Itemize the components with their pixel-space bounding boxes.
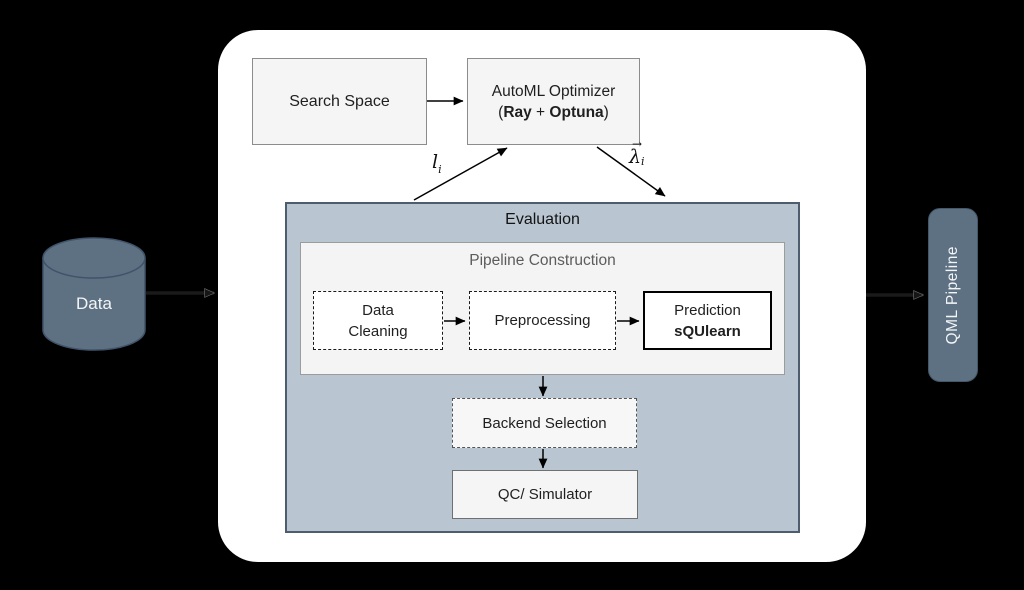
backend-selection-label: Backend Selection — [482, 414, 607, 432]
search-space-label: Search Space — [289, 93, 390, 110]
automl-ray: Ray — [503, 103, 532, 121]
node-search-space: Search Space — [252, 58, 427, 145]
data-cleaning-label: Data Cleaning — [348, 301, 408, 340]
automl-plus: + — [531, 103, 550, 121]
qc-simulator-label: QC/ Simulator — [497, 486, 593, 503]
loss-subscript: i — [438, 162, 442, 176]
node-automl-optimizer: AutoML Optimizer (Ray + Optuna) — [467, 58, 640, 145]
vector-arrow-icon: → — [631, 137, 643, 151]
node-prediction: Prediction sQUlearn — [643, 291, 772, 350]
qml-pipeline-label: QML Pipeline — [944, 245, 961, 345]
automl-label: AutoML Optimizer (Ray + Optuna) — [492, 81, 615, 123]
lambda-subscript: i — [641, 155, 645, 168]
edge-label-hyperparams: → λ i — [629, 137, 645, 168]
node-backend-selection: Backend Selection — [452, 398, 637, 448]
automl-paren-open: ( — [498, 103, 504, 121]
automl-paren-close: ) — [603, 103, 609, 121]
automl-line1: AutoML Optimizer — [491, 82, 616, 100]
pipeline-construction-title: Pipeline Construction — [469, 252, 616, 269]
node-qml-pipeline: QML Pipeline — [928, 208, 978, 382]
prediction-label: Prediction — [674, 301, 741, 319]
edge-label-loss: li — [432, 153, 442, 175]
lambda-stack: → λ — [629, 137, 643, 167]
preprocessing-label: Preprocessing — [494, 312, 591, 329]
evaluation-title: Evaluation — [505, 211, 580, 228]
node-preprocessing: Preprocessing — [469, 291, 616, 350]
data-store-label: Data — [76, 294, 112, 313]
node-qc-simulator: QC/ Simulator — [452, 470, 638, 519]
squlearn-label: sQUlearn — [674, 322, 741, 340]
node-data-cleaning: Data Cleaning — [313, 291, 443, 350]
automl-optuna: Optuna — [549, 103, 604, 121]
